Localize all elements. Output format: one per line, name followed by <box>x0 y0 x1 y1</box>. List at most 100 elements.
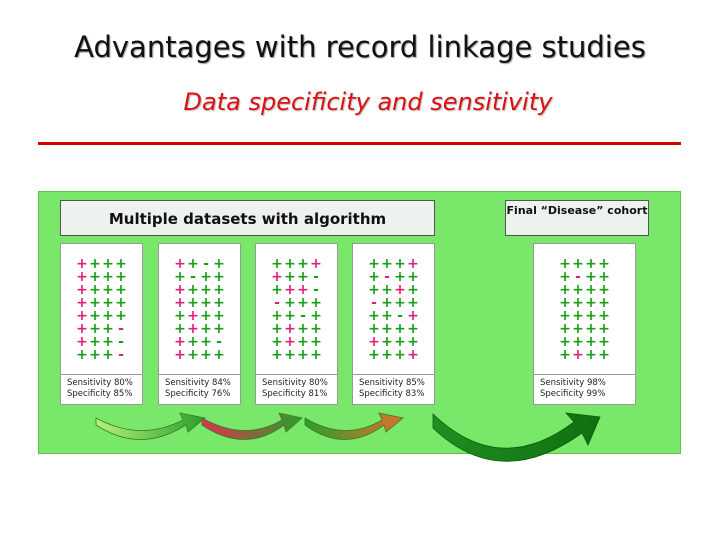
dataset-stats: Sensitivity 84% Specificity 76% <box>159 374 240 404</box>
datasets-header: Multiple datasets with algorithm <box>60 200 435 236</box>
final-cohort-header: Final “Disease” cohort <box>505 200 649 236</box>
plus-sign: + <box>572 295 584 311</box>
plus-sign: + <box>407 308 419 324</box>
plus-sign: + <box>407 256 419 272</box>
plus-sign: + <box>284 347 296 363</box>
plus-sign: + <box>115 269 127 285</box>
plus-sign: + <box>89 334 101 350</box>
plus-sign: + <box>394 269 406 285</box>
plus-sign: + <box>102 321 114 337</box>
plus-sign: + <box>89 321 101 337</box>
plus-sign: + <box>213 321 225 337</box>
plus-sign: + <box>310 256 322 272</box>
plus-sign: + <box>187 308 199 324</box>
plus-sign: + <box>368 256 380 272</box>
sign-grid: ++-++-+++++++++++++++++++++-++++ <box>159 256 240 363</box>
plus-sign: + <box>115 295 127 311</box>
plus-sign: + <box>381 334 393 350</box>
plus-sign: + <box>76 308 88 324</box>
dataset-stats: Sensitivity 80% Specificity 85% <box>61 374 142 404</box>
plus-sign: + <box>585 256 597 272</box>
plus-sign: + <box>102 282 114 298</box>
plus-sign: + <box>174 282 186 298</box>
plus-sign: + <box>368 334 380 350</box>
plus-sign: + <box>572 282 584 298</box>
plus-sign: + <box>284 321 296 337</box>
plus-sign: + <box>297 256 309 272</box>
plus-sign: + <box>76 282 88 298</box>
plus-sign: + <box>76 269 88 285</box>
plus-sign: + <box>174 347 186 363</box>
plus-sign: + <box>585 295 597 311</box>
plus-sign: + <box>394 321 406 337</box>
plus-sign: + <box>187 295 199 311</box>
plus-sign: + <box>559 347 571 363</box>
plus-sign: + <box>200 308 212 324</box>
plus-sign: + <box>89 282 101 298</box>
plus-sign: + <box>297 334 309 350</box>
minus-sign: - <box>313 282 319 298</box>
sign-grid: +++++-++++++++++++++++++++++++++ <box>534 256 635 363</box>
plus-sign: + <box>271 308 283 324</box>
plus-sign: + <box>572 321 584 337</box>
slide-subtitle: Data specificity and sensitivity <box>183 88 553 116</box>
plus-sign: + <box>271 347 283 363</box>
plus-sign: + <box>585 334 597 350</box>
curved-arrow-icon <box>201 412 303 440</box>
plus-sign: + <box>200 269 212 285</box>
minus-sign: - <box>118 321 124 337</box>
plus-sign: + <box>174 321 186 337</box>
plus-sign: + <box>102 269 114 285</box>
plus-sign: + <box>102 308 114 324</box>
plus-sign: + <box>213 295 225 311</box>
minus-sign: - <box>274 295 280 311</box>
minus-sign: - <box>575 269 581 285</box>
plus-sign: + <box>297 321 309 337</box>
plus-sign: + <box>559 256 571 272</box>
plus-sign: + <box>394 334 406 350</box>
plus-sign: + <box>284 256 296 272</box>
plus-sign: + <box>174 334 186 350</box>
plus-sign: + <box>407 282 419 298</box>
slide-title: Advantages with record linkage studies <box>74 30 646 64</box>
plus-sign: + <box>284 334 296 350</box>
plus-sign: + <box>76 347 88 363</box>
plus-sign: + <box>598 347 610 363</box>
plus-sign: + <box>310 308 322 324</box>
plus-sign: + <box>381 347 393 363</box>
plus-sign: + <box>559 269 571 285</box>
plus-sign: + <box>102 334 114 350</box>
plus-sign: + <box>76 321 88 337</box>
final-stats: Sensitivity 98% Specificity 99% <box>534 374 635 404</box>
plus-sign: + <box>394 347 406 363</box>
plus-sign: + <box>381 321 393 337</box>
plus-sign: + <box>585 308 597 324</box>
plus-sign: + <box>174 295 186 311</box>
plus-sign: + <box>115 282 127 298</box>
plus-sign: + <box>174 256 186 272</box>
plus-sign: + <box>598 282 610 298</box>
plus-sign: + <box>585 347 597 363</box>
plus-sign: + <box>271 269 283 285</box>
plus-sign: + <box>559 295 571 311</box>
dataset-card-1: +++++++++++++++++++++++-+++-+++- Sensiti… <box>60 243 143 405</box>
dataset-stats: Sensitivity 85% Specificity 83% <box>353 374 434 404</box>
plus-sign: + <box>76 256 88 272</box>
plus-sign: + <box>89 269 101 285</box>
plus-sign: + <box>310 295 322 311</box>
dataset-card-4: +++++-++++++-+++++-+++++++++++++ Sensiti… <box>352 243 435 405</box>
plus-sign: + <box>572 308 584 324</box>
plus-sign: + <box>598 295 610 311</box>
plus-sign: + <box>559 282 571 298</box>
plus-sign: + <box>585 269 597 285</box>
sensitivity-label: Sensitivity 80% <box>262 378 328 388</box>
plus-sign: + <box>394 256 406 272</box>
final-cohort-card: +++++-++++++++++++++++++++++++++ Sensiti… <box>533 243 636 405</box>
minus-sign: - <box>190 269 196 285</box>
plus-sign: + <box>381 308 393 324</box>
minus-sign: - <box>118 347 124 363</box>
plus-sign: + <box>368 321 380 337</box>
plus-sign: + <box>271 282 283 298</box>
plus-sign: + <box>572 256 584 272</box>
